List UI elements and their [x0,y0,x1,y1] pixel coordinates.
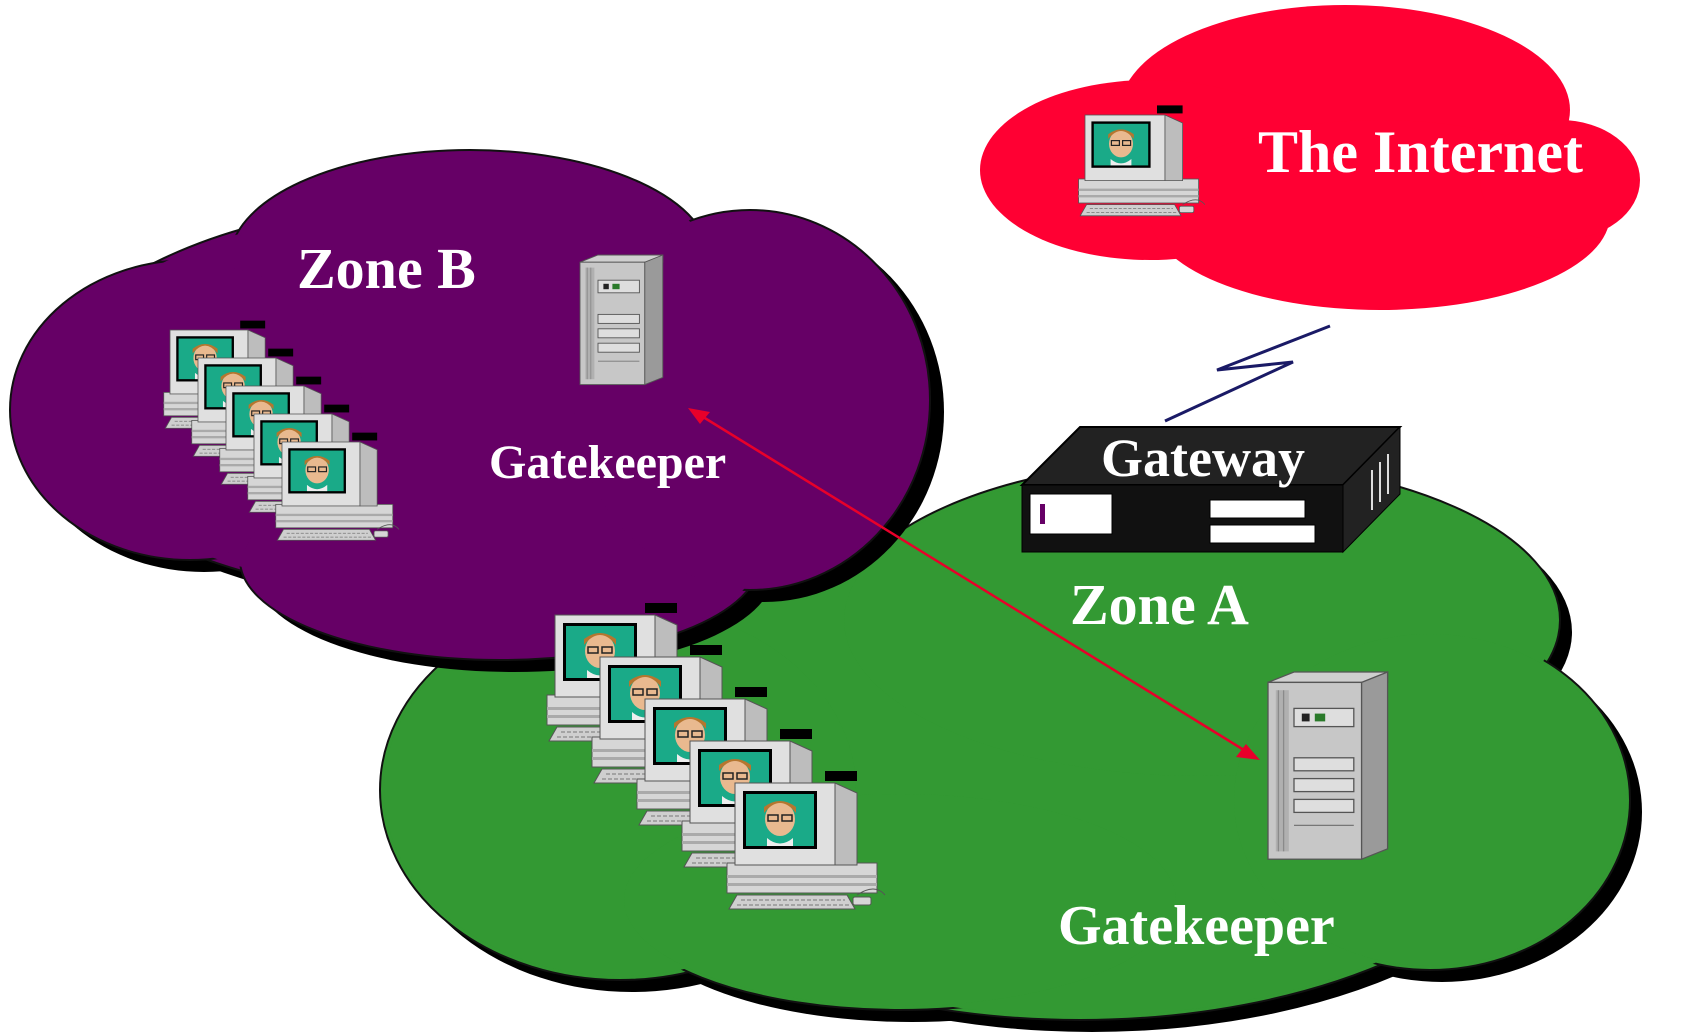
zone-a-gatekeeper-label: Gatekeeper [1058,895,1335,957]
zone-b-label: Zone B [297,236,476,301]
gateway-box-icon [1019,425,1403,554]
internet-label: The Internet [1258,119,1583,185]
zone-b-cloud [9,149,944,672]
internet-link [1164,324,1331,423]
zone-a-label: Zone A [1070,572,1249,637]
internet-cloud [980,5,1640,310]
zone-a-gatekeeper-server-icon [1267,671,1389,860]
zone-b-gatekeeper-server-icon [579,254,664,386]
gatekeeper-link-arrow [688,408,1260,760]
gateway-label: Gateway [1101,428,1305,488]
zone-b-gatekeeper-label: Gatekeeper [489,436,726,489]
